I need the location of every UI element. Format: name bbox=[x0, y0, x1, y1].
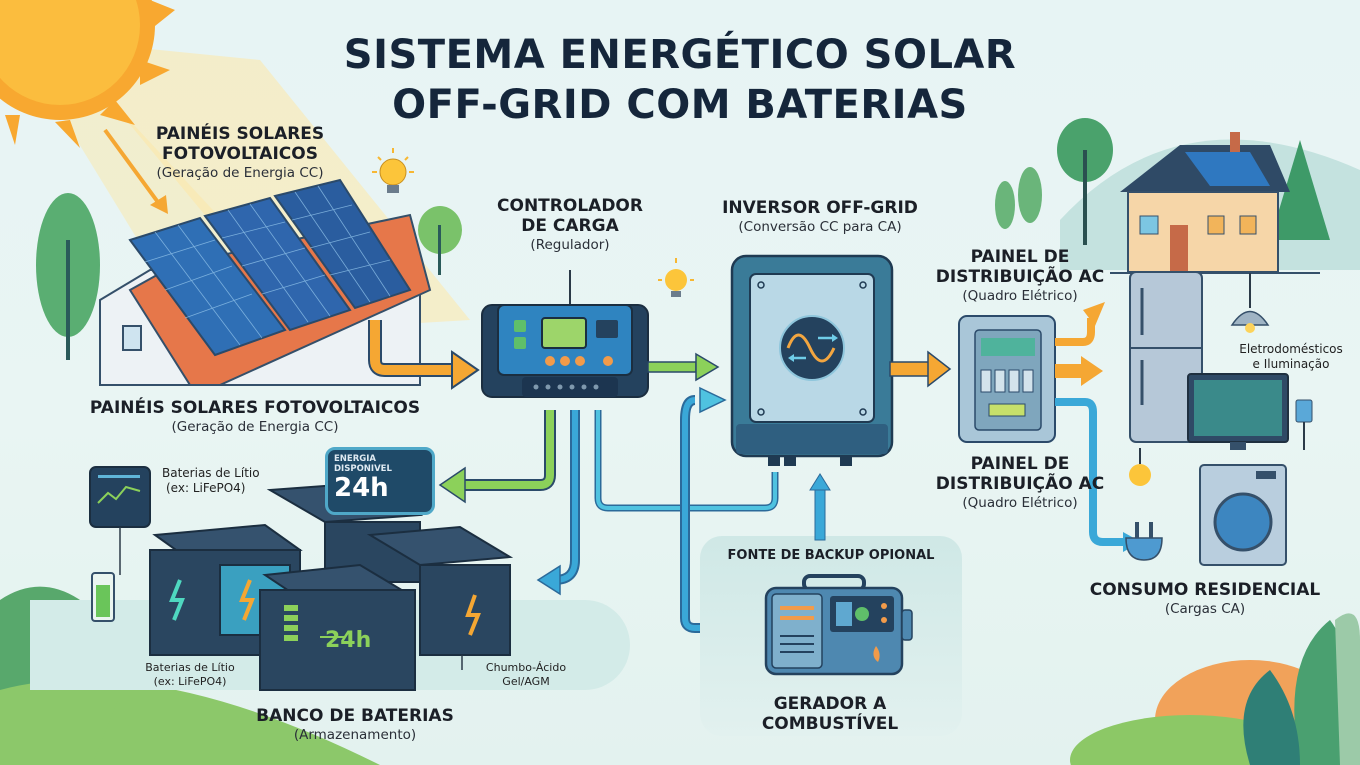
lightbulb-icon bbox=[1129, 448, 1151, 486]
battery-bank-illustration bbox=[89, 466, 514, 691]
solar-panels-bottom-heading: PAINÉIS SOLARES FOTOVOLTAICOS bbox=[89, 398, 421, 418]
lithium-top-label: Baterias de Lítio (ex: LiFePO4) bbox=[162, 466, 260, 496]
charge-controller-subtitle: (Regulador) bbox=[530, 237, 610, 253]
title-line-1: SISTEMA ENERGÉTICO SOLAR bbox=[343, 32, 1017, 78]
solar-panels-heading-1: PAINÉIS SOLARES bbox=[155, 124, 325, 144]
battery-bank-subtitle: (Armazenamento) bbox=[293, 727, 417, 743]
house-icon bbox=[1110, 132, 1320, 274]
generator-to-inverter-arrow bbox=[809, 473, 831, 541]
monitor-screen-icon bbox=[89, 466, 151, 575]
energy-available-badge: ENERGIA DISPONIVEL 24h bbox=[325, 447, 435, 515]
controller-to-inverter-arrow bbox=[647, 258, 720, 382]
residential-label: CONSUMO RESIDENCIAL (Cargas CA) bbox=[1070, 580, 1340, 618]
residential-heading: CONSUMO RESIDENCIAL bbox=[1089, 580, 1321, 600]
generator-label: GERADOR A COMBUSTÍVEL bbox=[725, 694, 935, 734]
appliances-line-1: Eletrodomésticos bbox=[1239, 342, 1343, 356]
backup-box-title: FONTE DE BACKUP OPIONAL bbox=[727, 548, 935, 563]
lithium-bottom-label: Baterias de Lítio (ex: LiFePO4) bbox=[130, 661, 250, 689]
washing-machine-icon bbox=[1199, 464, 1287, 566]
solar-panels-bottom-label: PAINÉIS SOLARES FOTOVOLTAICOS (Geração d… bbox=[70, 398, 440, 436]
lead-acid-line-2: Gel/AGM bbox=[502, 675, 550, 688]
solar-panels-heading-2: FOTOVOLTAICOS bbox=[162, 144, 318, 164]
power-plug-icon bbox=[1125, 522, 1163, 561]
charge-controller-heading-2: DE CARGA bbox=[521, 216, 619, 236]
energy-badge-value: 24h bbox=[334, 473, 389, 503]
appliances-label: Eletrodomésticos e Iluminação bbox=[1226, 342, 1356, 372]
solar-panels-bottom-subtitle: (Geração de Energia CC) bbox=[171, 419, 339, 435]
distribution-heading-2: DISTRIBUIÇÃO AC bbox=[935, 267, 1105, 287]
distribution-heading-1: PAINEL DE bbox=[970, 247, 1070, 267]
lithium-top-line-2: (ex: LiFePO4) bbox=[166, 481, 246, 495]
residential-subtitle: (Cargas CA) bbox=[1164, 601, 1246, 617]
television-icon bbox=[1187, 373, 1289, 450]
lightbulb-icon bbox=[658, 258, 694, 297]
fuel-generator-icon bbox=[764, 574, 913, 676]
inverter-label: INVERSOR OFF-GRID (Conversão CC para CA) bbox=[695, 198, 945, 236]
controller-battery-arrows bbox=[438, 386, 825, 644]
refrigerator-icon bbox=[1129, 271, 1203, 443]
lightbulb-icon bbox=[372, 148, 414, 193]
distribution-bottom-subtitle: (Quadro Elétrico) bbox=[962, 495, 1078, 511]
appliances-line-2: e Iluminação bbox=[1252, 357, 1330, 371]
solar-panels-top-label: PAINÉIS SOLARES FOTOVOLTAICOS (Geração d… bbox=[120, 124, 360, 182]
distribution-bottom-heading-2: DISTRIBUIÇÃO AC bbox=[935, 474, 1105, 494]
ceiling-lamp-icon bbox=[1230, 310, 1270, 333]
title-line-2: OFF-GRID COM BATERIAS bbox=[392, 82, 968, 128]
generator-heading-1: GERADOR A bbox=[773, 694, 887, 714]
inverter-to-panel-arrow bbox=[889, 350, 952, 388]
distribution-bottom-heading-1: PAINEL DE bbox=[970, 454, 1070, 474]
battery-bank-label: BANCO DE BATERIAS (Armazenamento) bbox=[230, 706, 480, 744]
battery-bank-heading: BANCO DE BATERIAS bbox=[256, 706, 454, 726]
battery-face-label: 24h bbox=[325, 628, 372, 653]
distribution-panel-device bbox=[958, 302, 1141, 552]
house-appliances-illustration bbox=[1110, 132, 1320, 566]
sine-wave-icon bbox=[779, 315, 845, 381]
lead-acid-line-1: Chumbo-Ácido bbox=[485, 661, 567, 674]
inverter-heading: INVERSOR OFF-GRID bbox=[722, 198, 918, 218]
sun-icon bbox=[0, 0, 175, 148]
energy-badge-line-2: DISPONIVEL bbox=[334, 464, 392, 474]
battery-charge-icon bbox=[91, 572, 115, 622]
generator-heading-2: COMBUSTÍVEL bbox=[761, 714, 899, 734]
lithium-bottom-line-2: (ex: LiFePO4) bbox=[153, 675, 227, 688]
charge-controller-heading-1: CONTROLADOR bbox=[497, 196, 643, 216]
lead-acid-label: Chumbo-Ácido Gel/AGM bbox=[478, 661, 574, 689]
inverter-device bbox=[730, 254, 894, 466]
wall-plug-icon bbox=[1295, 399, 1313, 450]
page-title: SISTEMA ENERGÉTICO SOLAR OFF-GRID COM BA… bbox=[0, 30, 1360, 130]
lithium-bottom-line-1: Baterias de Lítio bbox=[145, 661, 235, 674]
lithium-top-line-1: Baterias de Lítio bbox=[162, 466, 260, 480]
solar-panels-subtitle: (Geração de Energia CC) bbox=[156, 165, 324, 181]
battery-icon bbox=[259, 563, 416, 691]
charge-controller-device bbox=[481, 270, 649, 398]
distribution-panel-top-label: PAINEL DE DISTRIBUIÇÃO AC (Quadro Elétri… bbox=[930, 247, 1110, 305]
energy-badge-line-1: ENERGIA bbox=[334, 454, 376, 464]
distribution-subtitle: (Quadro Elétrico) bbox=[962, 288, 1078, 304]
distribution-panel-bottom-label: PAINEL DE DISTRIBUIÇÃO AC (Quadro Elétri… bbox=[930, 454, 1110, 512]
inverter-subtitle: (Conversão CC para CA) bbox=[738, 219, 902, 235]
charge-controller-label: CONTROLADOR DE CARGA (Regulador) bbox=[470, 196, 670, 254]
rooftop-solar-illustration bbox=[99, 128, 480, 390]
